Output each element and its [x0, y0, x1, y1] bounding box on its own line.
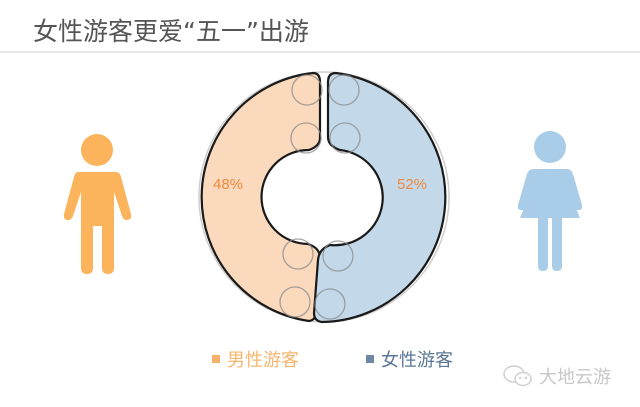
- wechat-icon: [503, 365, 532, 387]
- legend-item-male: 男性游客: [212, 346, 299, 372]
- donut-segment-female: [312, 71, 447, 324]
- male-person-icon: [63, 134, 132, 274]
- watermark: 大地云游: [502, 363, 611, 389]
- legend-item-female: 女性游客: [366, 346, 453, 372]
- donut-segment-male: [200, 71, 322, 323]
- legend-label-male: 男性游客: [227, 350, 299, 371]
- female-percentage-label: 52%: [397, 176, 428, 193]
- legend-swatch-female: [366, 355, 374, 363]
- legend-label-female: 女性游客: [381, 350, 453, 371]
- legend-swatch-male: [212, 355, 220, 363]
- male-percentage-label: 48%: [213, 176, 244, 193]
- female-person-icon: [517, 131, 583, 271]
- watermark-text: 大地云游: [539, 367, 611, 388]
- page-title: 女性游客更爱“五一”出游: [33, 17, 309, 46]
- title-divider: [0, 51, 640, 53]
- decorative-circles: [279, 74, 361, 320]
